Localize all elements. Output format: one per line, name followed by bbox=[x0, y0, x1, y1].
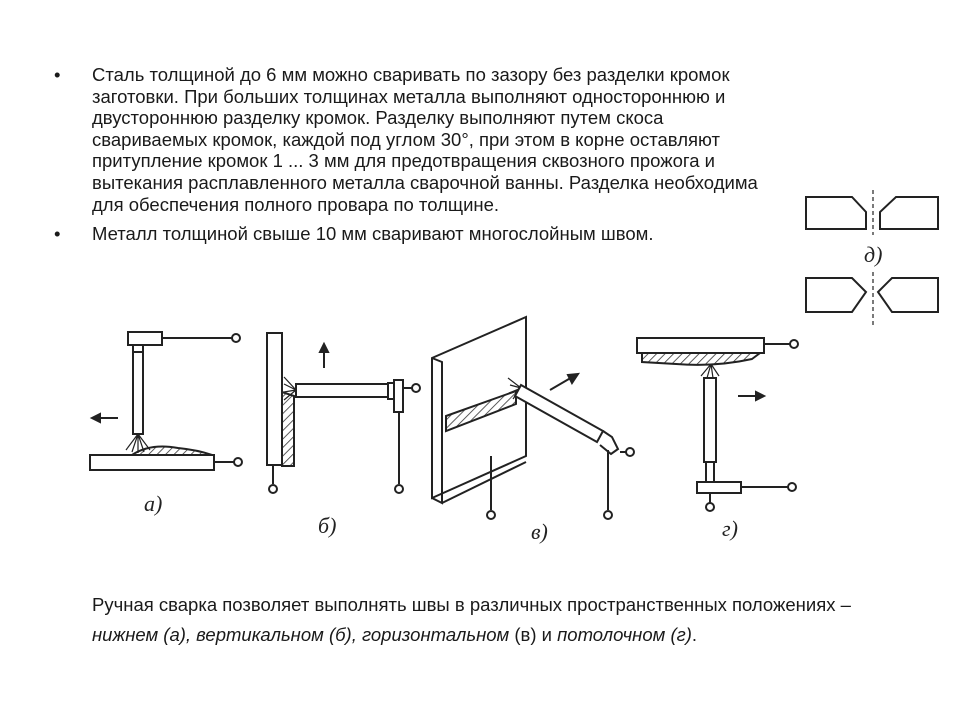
overhead-weld-diagram bbox=[636, 337, 799, 512]
bullet-item-2: • Металл толщиной свыше 10 мм сваривают … bbox=[52, 223, 782, 245]
caption-text-2: (в) и bbox=[509, 624, 558, 645]
figure-label-d: д) bbox=[864, 242, 882, 267]
bullet-marker: • bbox=[54, 223, 61, 245]
caption-paragraph: Ручная сварка позволяет выполнять швы в … bbox=[92, 590, 852, 650]
caption-text-1: Ручная сварка позволяет выполнять швы в … bbox=[92, 594, 851, 615]
caption-text-3: . bbox=[691, 624, 698, 645]
flat-weld-diagram bbox=[89, 331, 243, 471]
single-bevel-joint bbox=[805, 196, 939, 230]
figure-label-v: в) bbox=[531, 519, 548, 544]
bullet-marker: • bbox=[54, 64, 61, 85]
bullet-list: • Сталь толщиной до 6 мм можно сваривать… bbox=[52, 64, 782, 245]
bullet-item-1: • Сталь толщиной до 6 мм можно сваривать… bbox=[52, 64, 782, 215]
edge-prep-diagram bbox=[805, 190, 939, 326]
double-bevel-joint bbox=[805, 277, 939, 313]
vertical-weld-diagram bbox=[266, 332, 421, 494]
figure-label-g: г) bbox=[722, 516, 738, 541]
caption-overhead-italic: потолочном (г) bbox=[557, 624, 692, 645]
figure-label-b: б) bbox=[318, 513, 336, 538]
figure-label-a: а) bbox=[144, 491, 162, 516]
bullet-text: Сталь толщиной до 6 мм можно сваривать п… bbox=[92, 64, 758, 215]
horizontal-weld-diagram bbox=[431, 315, 635, 520]
caption-positions-italic: нижнем (а), вертикальном (б), горизонтал… bbox=[92, 624, 510, 645]
bullet-text: Металл толщиной свыше 10 мм сваривают мн… bbox=[92, 223, 654, 245]
